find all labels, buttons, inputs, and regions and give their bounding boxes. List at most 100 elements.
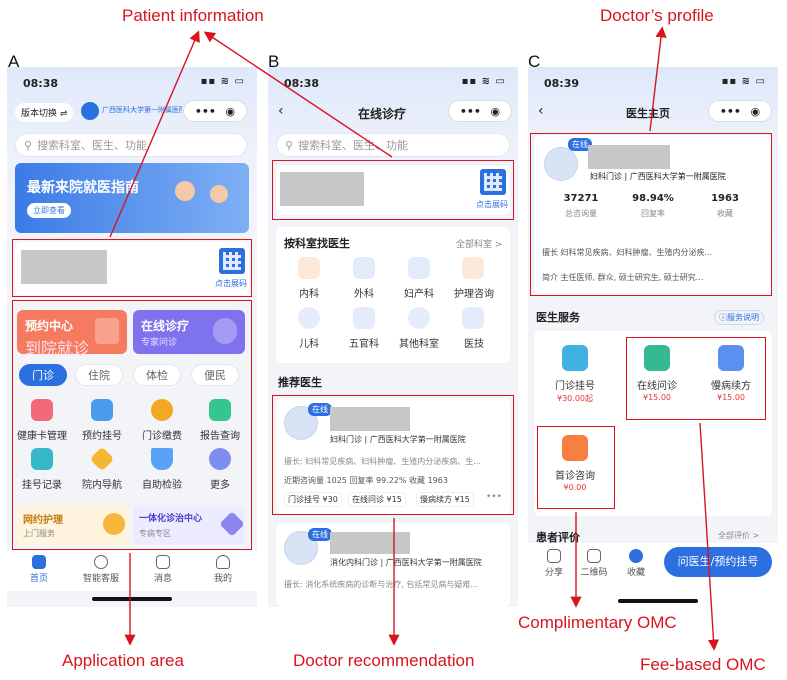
payment-icon[interactable] (151, 399, 173, 421)
dept-medical-tech[interactable]: 医技 (464, 339, 484, 350)
online-diagnosis-card[interactable]: 在线诊疗 专家问诊 (133, 310, 245, 354)
department-section-title: 按科室找医生 (284, 237, 350, 250)
service-chronic-renewal-name[interactable]: 慢病续方 (711, 381, 751, 392)
dept-internal-medicine[interactable]: 内科 (299, 289, 319, 300)
doctor-name-redacted (330, 532, 410, 554)
doctor-card[interactable]: 在线 消化内科门诊 | 广西医科大学第一附属医院 擅长: 消化系统疾病的诊断与治… (276, 523, 510, 607)
appointment-center-card[interactable]: 预约中心 到院就诊 (17, 310, 127, 358)
all-reviews-link[interactable]: 全部评价 > (718, 531, 760, 540)
banner-view-button[interactable]: 立即查看 (27, 203, 71, 218)
integrated-center-card[interactable]: 一体化诊治中心 专病专区 (133, 505, 245, 545)
nav-mine[interactable]: 我的 (203, 555, 243, 584)
service-pill[interactable]: 门诊挂号 ¥30 (284, 492, 342, 507)
nav-home[interactable]: 首页 (19, 555, 59, 584)
more-dots-icon[interactable]: ••• (719, 104, 741, 118)
search-input[interactable]: ⚲搜索科室、医生、功能 (15, 133, 247, 157)
self-test-icon[interactable] (151, 448, 173, 470)
back-chevron-icon[interactable]: ‹ (278, 103, 284, 119)
highlight-fee-based-services (626, 337, 766, 420)
page-title: 在线诊疗 (358, 107, 407, 121)
highlight-doctor-recommendation (272, 395, 514, 515)
doctor-skill[interactable]: 擅长 妇科常见疾病、妇科肿瘤、生殖内分泌疾... (542, 248, 713, 257)
share-button[interactable]: 分享 (534, 549, 574, 578)
service-note-link[interactable]: ⓘ服务说明 (714, 310, 764, 325)
ask-doctor-button[interactable]: 问医生/预约挂号 (664, 547, 772, 577)
doctor-name-redacted (330, 407, 410, 431)
tab-convenience[interactable]: 便民 (191, 364, 239, 386)
back-chevron-icon[interactable]: ‹ (538, 103, 544, 119)
tab-outpatient[interactable]: 门诊 (19, 364, 67, 386)
registration-record-icon[interactable] (31, 448, 53, 470)
grid-label-appointment[interactable]: 预约挂号 (82, 431, 122, 442)
mini-program-capsule[interactable]: ••• ◉ (183, 100, 247, 122)
close-target-icon[interactable]: ◉ (750, 104, 761, 118)
patient-info-card[interactable]: 点击展码 (276, 165, 510, 215)
grid-label-registration-record[interactable]: 挂号记录 (22, 480, 62, 491)
mini-program-capsule[interactable]: ••• ◉ (708, 100, 772, 122)
dept-obstetrics[interactable]: 妇产科 (404, 289, 434, 300)
version-switch-button[interactable]: 版本切换 ⇌ (15, 103, 74, 122)
online-consult-icon[interactable] (644, 345, 670, 371)
qr-button[interactable]: 二维码 (574, 549, 614, 578)
doctor-intro[interactable]: 简介 主任医师, 群众, 硕士研究生, 硕士研究... (542, 273, 704, 282)
grid-label-self-test[interactable]: 自助检验 (142, 480, 182, 491)
more-dots-icon[interactable]: ••• (486, 492, 502, 502)
tab-inpatient[interactable]: 住院 (75, 364, 123, 386)
doctor-card[interactable]: 在线 妇科门诊 | 广西医科大学第一附属医院 擅长: 妇科常见疾病、妇科肿瘤、生… (276, 398, 510, 514)
online-nursing-card[interactable]: 网约护理 上门服务 (17, 505, 129, 545)
service-outpatient-name[interactable]: 门诊挂号 (555, 381, 595, 392)
other-dept-icon[interactable] (408, 307, 430, 329)
pediatrics-icon[interactable] (298, 307, 320, 329)
grid-label-report[interactable]: 报告查询 (200, 431, 240, 442)
home-icon (32, 555, 46, 569)
grid-label-more[interactable]: 更多 (210, 480, 230, 491)
mini-program-capsule[interactable]: ••• ◉ (448, 100, 512, 122)
obstetrics-icon[interactable] (408, 257, 430, 279)
patient-info-redacted (21, 250, 107, 284)
online-nursing-sub: 上门服务 (23, 529, 55, 538)
favorite-label: 收藏 (626, 568, 645, 578)
patient-info-card[interactable]: 点击展码 (15, 242, 249, 295)
qr-code-icon[interactable] (219, 248, 245, 274)
dept-other[interactable]: 其他科室 (399, 339, 439, 350)
first-consult-icon[interactable] (562, 435, 588, 461)
report-icon[interactable] (209, 399, 231, 421)
qr-code-icon[interactable] (480, 169, 506, 195)
internal-medicine-icon[interactable] (298, 257, 320, 279)
health-card-icon[interactable] (31, 399, 53, 421)
dept-pediatrics[interactable]: 儿科 (299, 339, 319, 350)
dept-ent[interactable]: 五官科 (349, 339, 379, 350)
service-pill[interactable]: 在线问诊 ¥15 (348, 492, 406, 507)
service-online-consult-name[interactable]: 在线问诊 (637, 381, 677, 392)
close-target-icon[interactable]: ◉ (225, 104, 236, 118)
service-first-consult-name[interactable]: 首诊咨询 (555, 471, 595, 482)
more-icon[interactable] (209, 448, 231, 470)
medical-tech-icon[interactable] (462, 307, 484, 329)
highlight-application-area (12, 300, 252, 550)
grid-label-payment[interactable]: 门诊缴费 (142, 431, 182, 442)
more-dots-icon[interactable]: ••• (459, 104, 481, 118)
service-pill[interactable]: 慢病续方 ¥15 (416, 492, 474, 507)
nav-customer-service[interactable]: 智能客服 (79, 555, 123, 584)
services-card: 门诊挂号 ¥30.00起 在线问诊 ¥15.00 慢病续方 ¥15.00 首诊咨… (534, 331, 772, 516)
tab-checkup[interactable]: 体检 (133, 364, 181, 386)
dept-surgery[interactable]: 外科 (354, 289, 374, 300)
all-departments-link[interactable]: 全部科室 > (456, 240, 503, 250)
panel-label-a: A (8, 52, 20, 71)
outpatient-registration-icon[interactable] (562, 345, 588, 371)
more-dots-icon[interactable]: ••• (194, 104, 216, 118)
grid-label-health-card[interactable]: 健康卡管理 (17, 431, 67, 442)
chronic-renewal-icon[interactable] (718, 345, 744, 371)
search-input[interactable]: ⚲搜索科室、医生、功能 (276, 133, 510, 157)
banner-title: 最新来院就医指南 (27, 180, 139, 196)
surgery-icon[interactable] (353, 257, 375, 279)
appointment-icon[interactable] (91, 399, 113, 421)
close-target-icon[interactable]: ◉ (490, 104, 501, 118)
guide-banner[interactable]: 最新来院就医指南 立即查看 (15, 163, 249, 233)
grid-label-navigation[interactable]: 院内导航 (82, 480, 122, 491)
favorite-button[interactable]: 收藏 (616, 549, 656, 578)
nav-messages[interactable]: 消息 (143, 555, 183, 584)
nursing-consult-icon[interactable] (462, 257, 484, 279)
ent-icon[interactable] (353, 307, 375, 329)
dept-nursing-consult[interactable]: 护理咨询 (454, 289, 494, 300)
